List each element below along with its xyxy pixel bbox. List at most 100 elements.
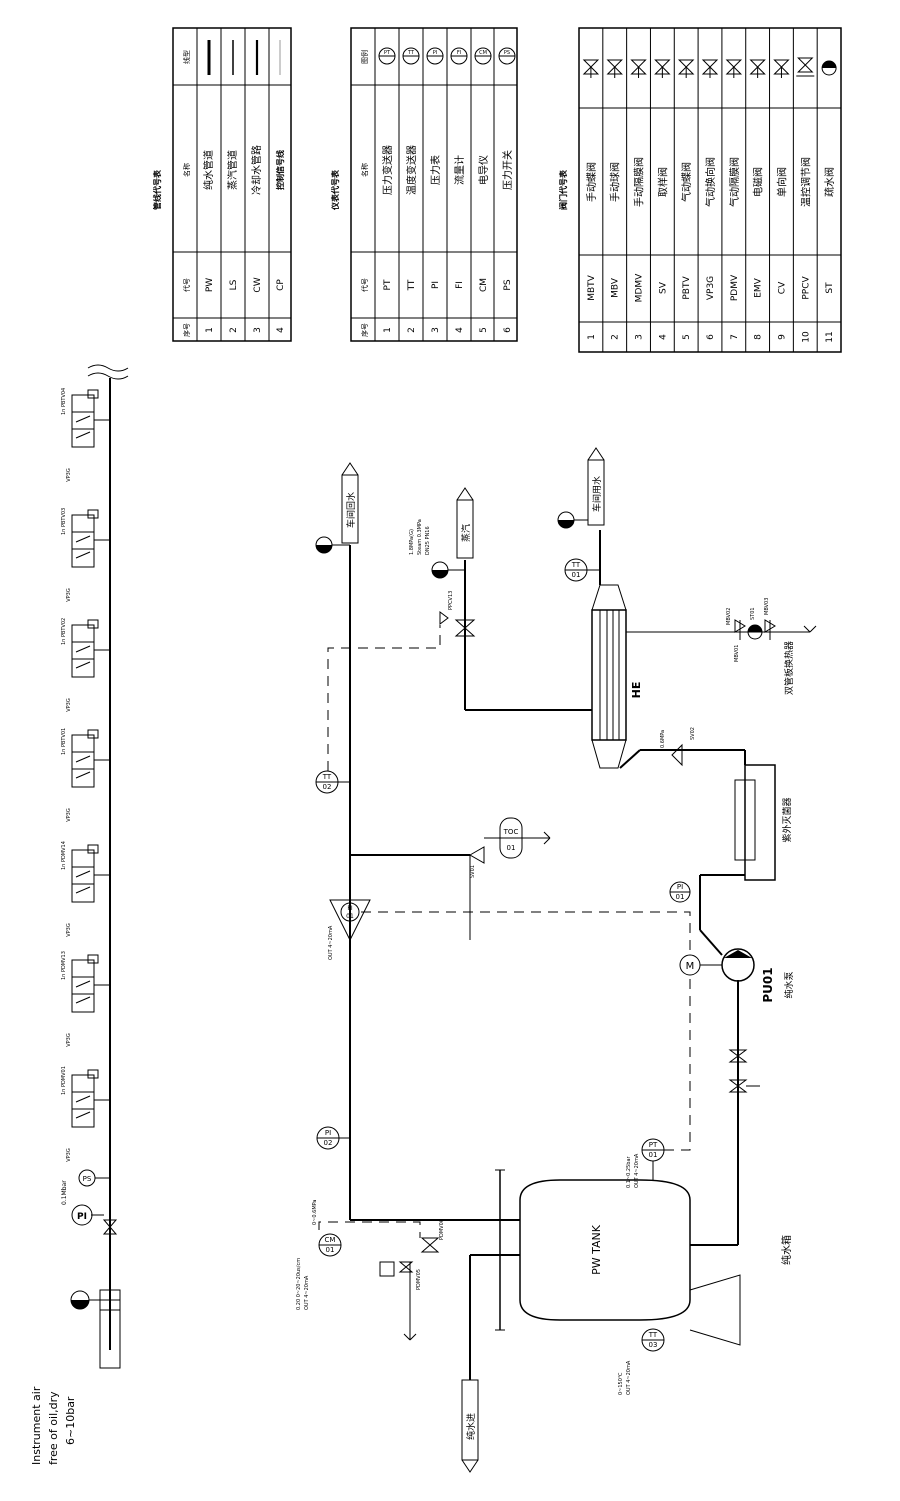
- vl-row-name: 气动蝶阀: [680, 162, 693, 202]
- air-pi-gauge: [71, 1204, 93, 1226]
- vl-row-no: 2: [611, 334, 621, 340]
- il-row-code: PI: [431, 281, 441, 289]
- vl-row-no: 7: [730, 334, 740, 340]
- pt01-out: OUT 4~20mA: [634, 1153, 640, 1188]
- pi02-tag: PI: [325, 1129, 331, 1137]
- tt01-num: 01: [572, 571, 581, 579]
- uv-sterilizer: [744, 764, 776, 881]
- pl-row3-code: CW: [253, 277, 263, 292]
- solenoid-top-tag: 1n PDMV01: [61, 1066, 67, 1095]
- fi01-flowmeter: [329, 899, 371, 942]
- vl-row-name: 电磁阀: [752, 167, 765, 197]
- sv01-tag: SV01: [470, 865, 476, 878]
- vl-row-code: PDMV: [730, 274, 740, 301]
- vl-row-no: 8: [754, 334, 764, 340]
- supply-water-label: 车间用水: [591, 476, 603, 512]
- pt01-num: 01: [649, 1151, 658, 1159]
- vl-row-no: 9: [777, 334, 787, 340]
- vl-row-no: 6: [706, 334, 716, 340]
- vl-row-code: MBV: [611, 277, 621, 298]
- solenoid-bottom-tag: VP3G: [66, 808, 72, 822]
- raw-water-inlet: [461, 1379, 479, 1461]
- air-label-3: 6~10bar: [64, 1396, 77, 1445]
- he-caption: 双管板换热器: [783, 641, 795, 695]
- il-row-no: 4: [455, 327, 465, 333]
- pneumatic-diaphragm-icon: [725, 59, 743, 78]
- pl-row4-name: 控制信号线: [275, 150, 285, 190]
- fi01-out: OUT 4~20mA: [328, 925, 334, 960]
- vl-row-code: PBTV: [682, 276, 692, 300]
- valve-legend-table: 阀门代号表 1MBTV手动蝶阀2MBV手动球阀3MDMV手动隔膜阀4SV取样阀5…: [558, 27, 842, 353]
- tt03-num: 03: [649, 1341, 658, 1349]
- vl-row-no: 11: [825, 331, 835, 342]
- pl-row2-name: 蒸汽管道: [226, 150, 239, 190]
- solenoid-bottom-tag: VP3G: [66, 698, 72, 712]
- il-symbol-label: FI: [457, 50, 461, 56]
- pw-tank-caption: 纯水箱: [780, 1235, 793, 1265]
- il-row-code: TT: [407, 279, 417, 291]
- solenoid-top-tag: 1n PBTV04: [61, 388, 67, 415]
- il-row-no: 5: [479, 327, 489, 333]
- solenoid-top-tag: 1n PBTV02: [61, 618, 67, 645]
- st01-tag: ST01: [750, 607, 756, 620]
- pl-row1-code: PW: [205, 278, 215, 292]
- steam-note-1: 1.8MPa(G): [409, 529, 415, 555]
- pi01-num: 01: [676, 893, 685, 901]
- ith-name: 名称: [360, 163, 369, 177]
- tt02-num: 02: [323, 783, 332, 791]
- solenoid-top-tag: 1n PDMV14: [61, 841, 67, 870]
- il-row-code: PT: [383, 279, 393, 290]
- th-name: 名称: [182, 163, 191, 177]
- vl-row-name: 温控调节阀: [799, 157, 812, 207]
- th-linetype: 线型: [182, 50, 191, 64]
- tt02-tag: TT: [322, 773, 332, 781]
- il-row-no: 6: [503, 327, 513, 333]
- ith-code: 代号: [360, 278, 369, 292]
- instrument-legend-title: 仪表代号表: [330, 169, 340, 211]
- il-symbol-label: TT: [407, 50, 415, 56]
- check-valve-icon: [773, 59, 790, 78]
- air-label-2: free of oil,dry: [47, 1391, 60, 1465]
- il-row-code: FI: [455, 281, 465, 289]
- cm01-out: OUT 4~20mA: [304, 1275, 310, 1310]
- pdmv06-tag: PDMV06: [439, 1219, 445, 1240]
- solenoid-top-tag: 1n PBTV03: [61, 508, 67, 535]
- vl-row-name: 气动换向阀: [704, 157, 717, 207]
- he-press-tag: 0.6MPa: [660, 730, 666, 748]
- vl-row-no: 10: [801, 331, 811, 343]
- vl-row-code: ST: [825, 282, 835, 294]
- pt01-tag: PT: [649, 1141, 658, 1149]
- pneumatic-butterfly-icon: [677, 59, 695, 78]
- heat-exchanger: [591, 609, 627, 741]
- pl-row1-name: 纯水管道: [202, 150, 215, 190]
- steam-trap-icon: [821, 60, 837, 76]
- pipeline-legend-table: 管线代号表 序号 代号 名称 线型 1 PW 纯水管道 2 LS 蒸汽管道 3 …: [152, 27, 292, 342]
- tt03-tag: TT: [648, 1331, 658, 1339]
- pump-tag: PU01: [761, 967, 775, 1002]
- instrument-air-header: PI 0.1Mbar PS Instrument air free of oil…: [30, 364, 129, 1465]
- fi01-tag: FI: [347, 905, 352, 912]
- vl-row-name: 手动球阀: [609, 162, 622, 202]
- supply-water-outlet: [587, 459, 605, 526]
- vl-row-code: CV: [777, 281, 787, 294]
- pl-row3-name: 冷却水管路: [250, 145, 263, 195]
- return-water-outlet: [341, 474, 359, 544]
- solenoid-bottom-tag: VP3G: [66, 468, 72, 482]
- vl-row-no: 3: [635, 334, 645, 340]
- steam-inlet: [456, 499, 474, 559]
- mbv02-tag: MBV02: [726, 608, 732, 625]
- uv-caption: 紫外灭菌器: [781, 797, 793, 842]
- toc01-num: 01: [507, 844, 516, 852]
- vl-row-code: PPCV: [801, 276, 811, 300]
- valve-legend-title: 阀门代号表: [558, 169, 568, 210]
- solenoid-bottom-tag: VP3G: [66, 1148, 72, 1162]
- vl-row-code: SV: [658, 281, 668, 294]
- solenoid-bottom-tag: VP3G: [66, 923, 72, 937]
- vl-row-name: 气动隔膜阀: [728, 157, 741, 207]
- il-symbol-label: PS: [504, 50, 510, 56]
- valve-ppcv13: [454, 619, 476, 637]
- ball-valve-icon: [606, 59, 623, 78]
